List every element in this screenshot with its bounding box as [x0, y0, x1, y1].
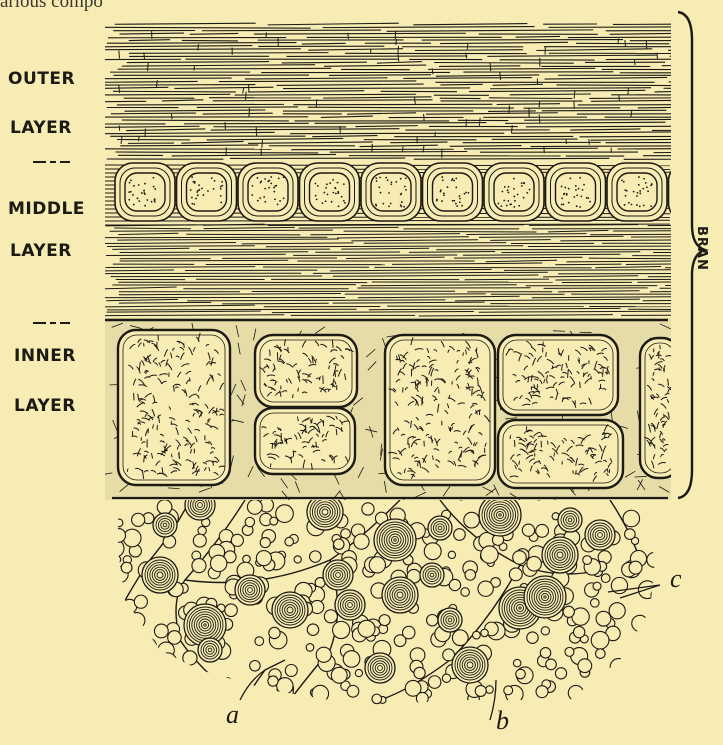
middle-layer-cell [484, 163, 544, 221]
starch-grain [142, 557, 178, 593]
inner-layer-cell [118, 330, 230, 485]
starch-grain [335, 590, 365, 620]
starch-grain [438, 608, 462, 632]
inner-layer-cell [255, 408, 355, 474]
label-middle: MIDDLE [8, 199, 85, 219]
starch-grain [198, 638, 222, 662]
middle-layer-cell [238, 163, 298, 221]
inner-layer-cell [498, 335, 618, 415]
starch-grain [365, 653, 395, 683]
middle-layer-region [100, 163, 723, 316]
label-inner-layer: LAYER [14, 396, 76, 416]
starch-grain [524, 576, 566, 618]
middle-layer-cell [607, 163, 667, 221]
middle-layer-cell [177, 163, 237, 221]
starch-grain [323, 560, 353, 590]
middle-layer-cell [423, 163, 483, 221]
starch-grain [428, 516, 452, 540]
starch-grain [452, 647, 488, 683]
inner-layer-region [100, 318, 680, 509]
middle-layer-cell [361, 163, 421, 221]
label-outer: OUTER [8, 69, 75, 89]
label-middle-layer: LAYER [10, 241, 72, 261]
endosperm-cell-wall [240, 670, 265, 710]
inner-layer-cell [255, 335, 357, 407]
label-outer-layer: LAYER [10, 118, 72, 138]
starch-grain [272, 592, 308, 628]
starch-grain [382, 577, 418, 613]
middle-layer-cell [115, 163, 175, 221]
starch-grain [558, 508, 582, 532]
middle-layer-cell [546, 163, 606, 221]
starch-grain [585, 520, 615, 550]
outer-layer-region [100, 23, 723, 159]
label-inner: INNER [14, 346, 76, 366]
starch-grain [542, 537, 578, 573]
middle-layer-cell [300, 163, 360, 221]
inner-layer-cell [640, 338, 680, 478]
endosperm-region [107, 490, 662, 710]
starch-grain [420, 563, 444, 587]
starch-grain [153, 513, 177, 537]
inner-layer-cell [498, 420, 623, 488]
label-c: c [670, 564, 682, 594]
inner-layer-cell [385, 335, 495, 485]
starch-grain [374, 519, 416, 561]
label-b: b [496, 706, 509, 736]
starch-grain [235, 575, 265, 605]
middle-layer-cell [669, 163, 723, 221]
label-a: a [226, 700, 239, 730]
label-bran: BRAN [694, 226, 709, 271]
starch-grain [479, 494, 521, 536]
